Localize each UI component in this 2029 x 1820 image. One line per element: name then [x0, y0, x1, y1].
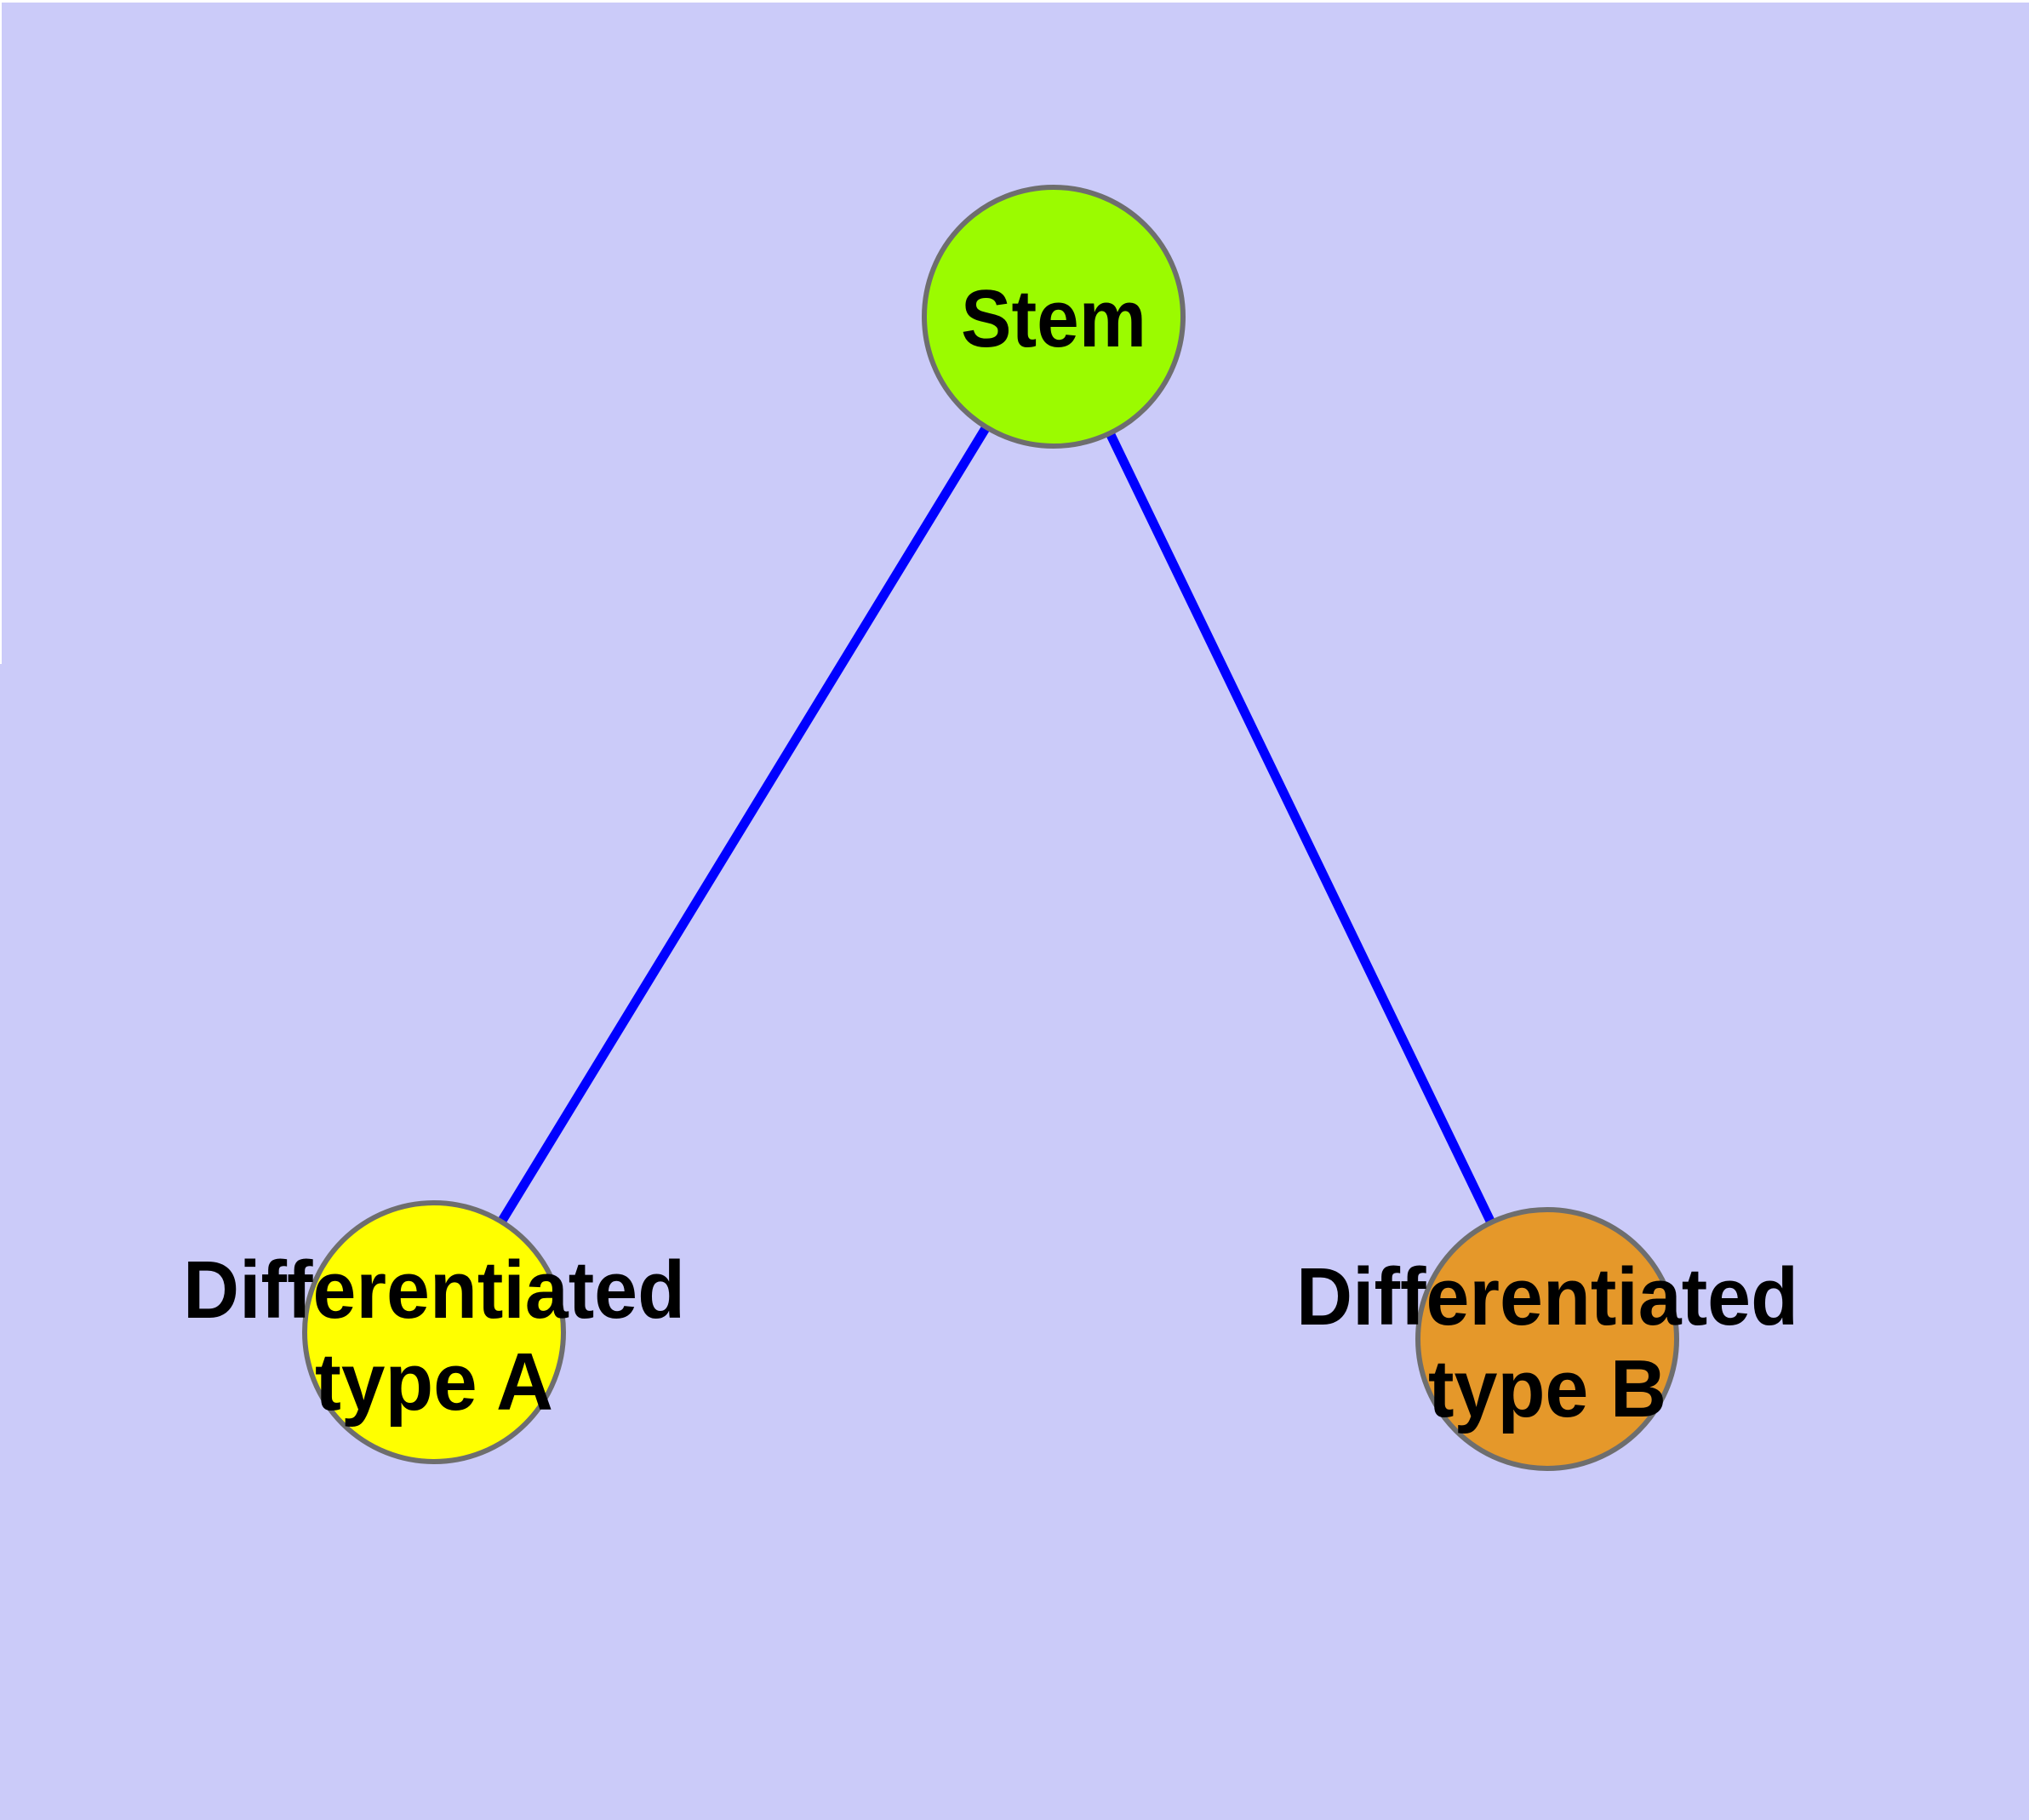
- edge-stem-to-type-a: [429, 312, 1059, 1337]
- node-type-a-label-line2: type A: [315, 1336, 553, 1428]
- left-edge-highlight: [0, 0, 2, 664]
- edge-stem-to-type-b: [1049, 312, 1552, 1344]
- node-type-b-label-line2: type B: [1428, 1343, 1666, 1434]
- node-stem[interactable]: [922, 185, 1186, 449]
- node-differentiated-type-b[interactable]: [1415, 1207, 1679, 1471]
- node-differentiated-type-a[interactable]: [302, 1200, 566, 1464]
- node-stem-label: Stem: [961, 273, 1146, 364]
- node-type-b-label-line1: Differentiated: [1296, 1251, 1798, 1342]
- top-edge-highlight: [0, 0, 2029, 3]
- node-type-a-label-line1: Differentiated: [183, 1245, 685, 1336]
